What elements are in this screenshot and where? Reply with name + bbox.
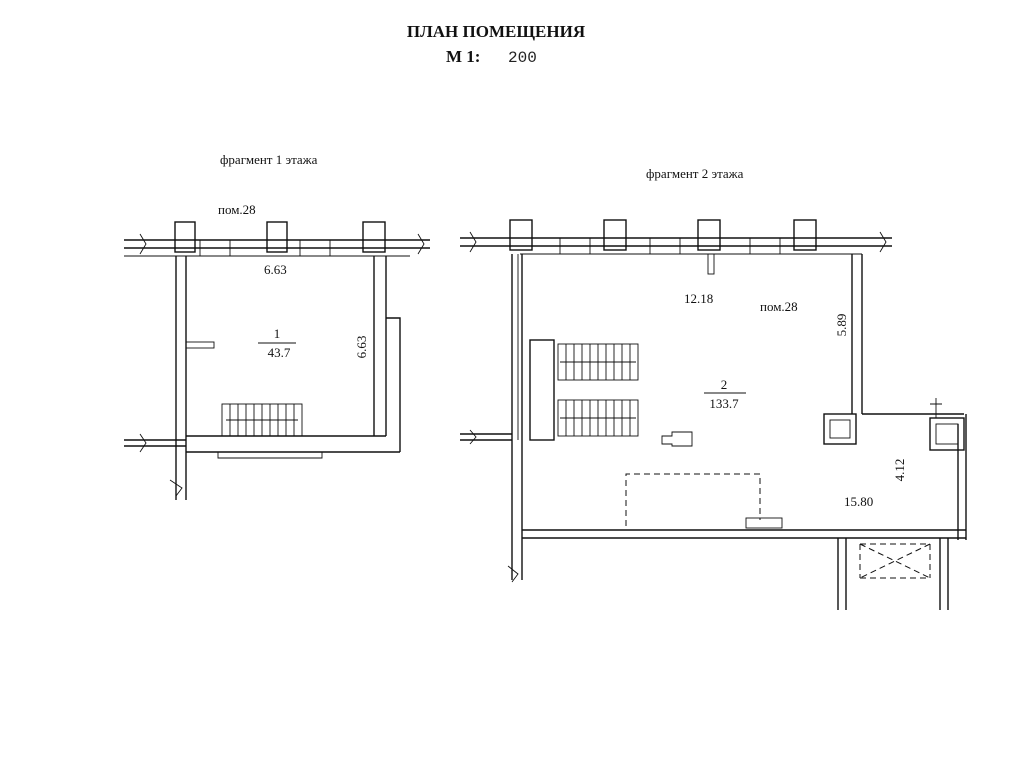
- fragment-2-dim-bottom: 15.80: [844, 494, 873, 509]
- fragment-1-dim-top: 6.63: [264, 262, 287, 277]
- fragment-2-dim-right: 5.89: [834, 314, 849, 337]
- fragment-1-dim-side: 6.63: [354, 336, 369, 359]
- scale-label: М 1:: [446, 47, 480, 66]
- fragment-1-room-number: 1: [274, 326, 281, 341]
- plan-title: ПЛАН ПОМЕЩЕНИЯ: [407, 22, 585, 41]
- scale-value: 200: [508, 49, 537, 67]
- fragment-1-adjacent-room: пом.28: [218, 202, 256, 217]
- fragment-2-adjacent-room: пом.28: [760, 299, 798, 314]
- fragment-1-plan: [124, 221, 430, 500]
- fragment-2-plan: [460, 219, 967, 610]
- fragment-1-caption: фрагмент 1 этажа: [220, 152, 318, 167]
- fragment-2-caption: фрагмент 2 этажа: [646, 166, 744, 181]
- fragment-2-dim-lower-right: 4.12: [892, 459, 907, 482]
- fragment-1-room-area: 43.7: [268, 345, 291, 360]
- fragment-2-room-area: 133.7: [709, 396, 739, 411]
- fragment-2-dim-top: 12.18: [684, 291, 713, 306]
- fragment-2-room-number: 2: [721, 377, 728, 392]
